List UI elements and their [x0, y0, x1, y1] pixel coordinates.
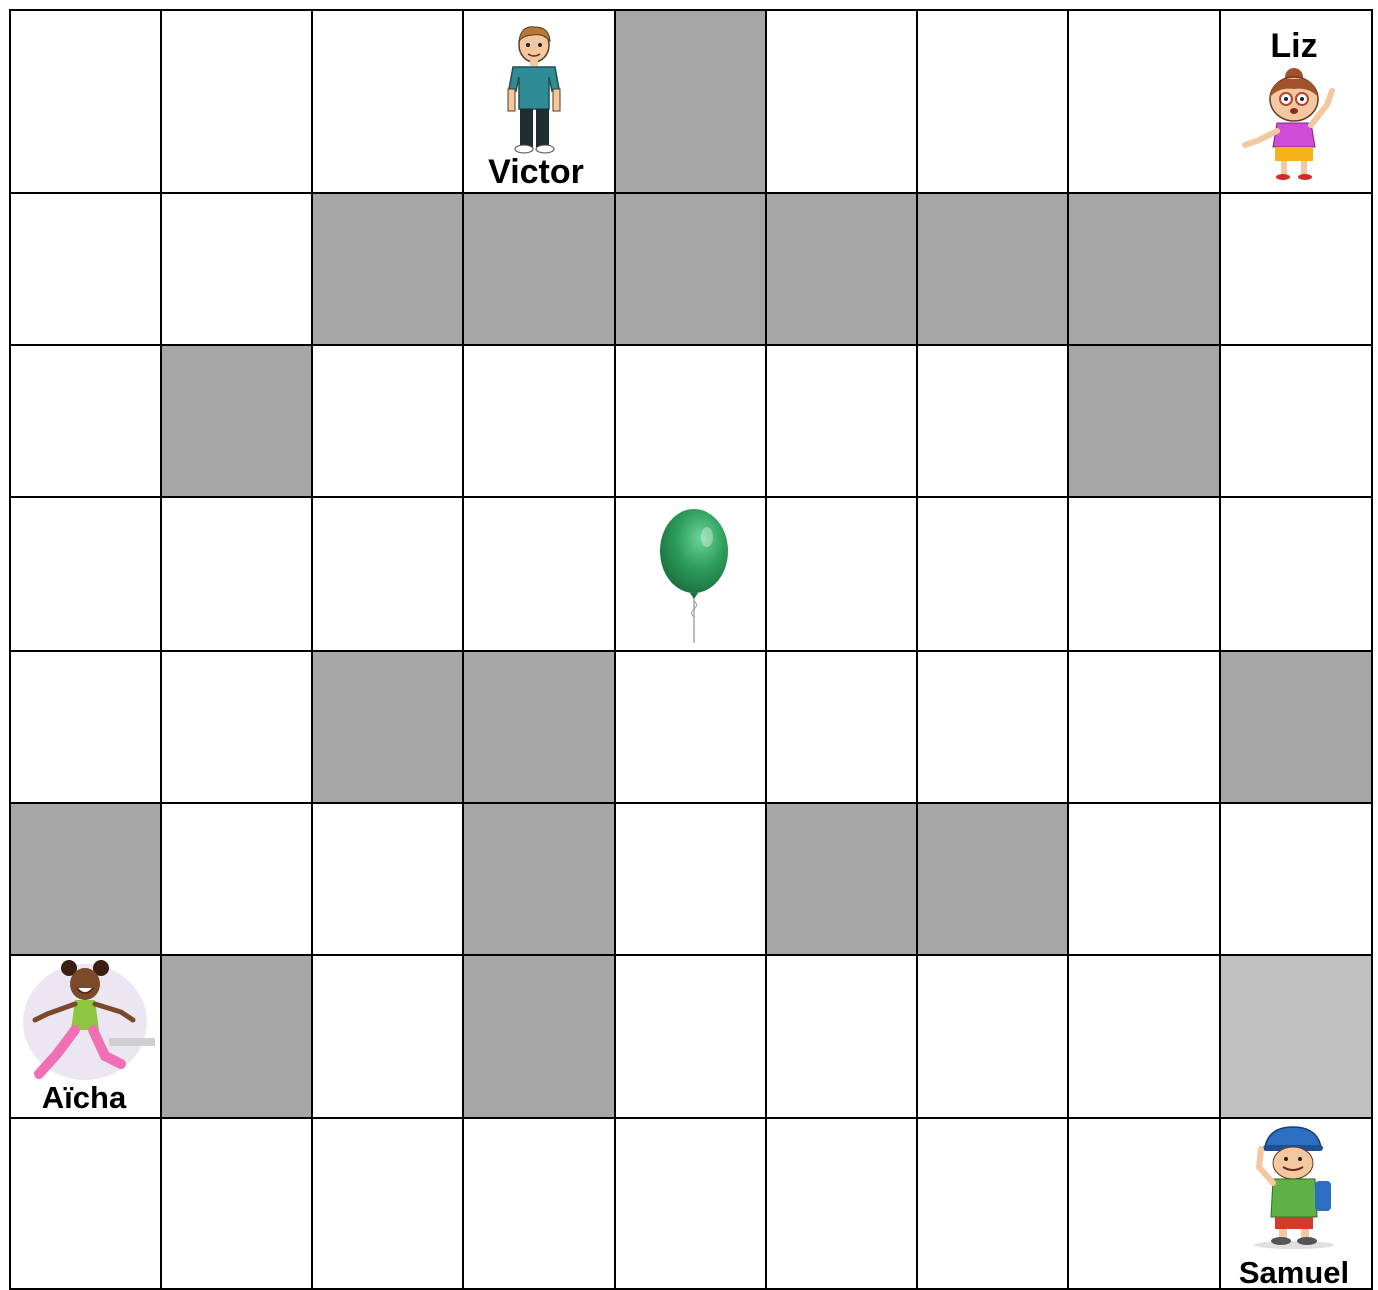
grid-cell-r6-c2[interactable] [311, 954, 464, 1119]
grid-cell-r6-c5[interactable] [765, 954, 918, 1119]
grid-cell-r1-c1[interactable] [160, 192, 313, 346]
waving-boy-icon [1219, 1121, 1369, 1251]
grid-cell-r3-c8[interactable] [1219, 496, 1373, 652]
grid-cell-r4-c0[interactable] [9, 650, 162, 804]
victor-label: Victor [461, 155, 611, 189]
grid-cell-r5-c4[interactable] [614, 802, 767, 956]
grid-cell-r0-c2[interactable] [311, 9, 464, 194]
grid-cell-r4-c6[interactable] [916, 650, 1069, 804]
grid-cell-r5-c1[interactable] [160, 802, 313, 956]
grid-cell-r7-c4[interactable] [614, 1117, 767, 1290]
grid-cell-r1-c7[interactable] [1067, 192, 1221, 346]
liz-label: Liz [1219, 29, 1369, 63]
grid-cell-r3-c6[interactable] [916, 496, 1069, 652]
grid-cell-r4-c7[interactable] [1067, 650, 1221, 804]
grid-cell-r0-c4[interactable] [614, 9, 767, 194]
grid-cell-r4-c2[interactable] [311, 650, 464, 804]
grid-cell-r5-c3[interactable] [462, 802, 616, 956]
grid-cell-r1-c5[interactable] [765, 192, 918, 346]
green-balloon-icon [615, 501, 765, 651]
grid-cell-r7-c5[interactable] [765, 1117, 918, 1290]
character-victor[interactable]: Victor [461, 9, 611, 191]
grid-cell-r7-c3[interactable] [462, 1117, 616, 1290]
dancing-girl-icon [17, 958, 157, 1083]
grid-cell-r0-c6[interactable] [916, 9, 1069, 194]
grid-cell-r5-c8[interactable] [1219, 802, 1373, 956]
grid-cell-r2-c6[interactable] [916, 344, 1069, 498]
grid-cell-r7-c6[interactable] [916, 1117, 1069, 1290]
grid-cell-r4-c3[interactable] [462, 650, 616, 804]
grid-cell-r6-c1[interactable] [160, 954, 313, 1119]
grid-cell-r5-c2[interactable] [311, 802, 464, 956]
grid-cell-r6-c8[interactable] [1219, 954, 1373, 1119]
aicha-label: Aïcha [9, 1082, 159, 1113]
boy-icon [461, 17, 611, 167]
character-liz[interactable]: Liz [1219, 9, 1369, 191]
grid-cell-r4-c1[interactable] [160, 650, 313, 804]
grid-cell-r7-c1[interactable] [160, 1117, 313, 1290]
balloon-item[interactable] [615, 501, 765, 651]
grid-cell-r2-c5[interactable] [765, 344, 918, 498]
samuel-label: Samuel [1219, 1257, 1369, 1288]
grid-cell-r2-c2[interactable] [311, 344, 464, 498]
grid-cell-r5-c5[interactable] [765, 802, 918, 956]
grid-cell-r2-c1[interactable] [160, 344, 313, 498]
grid-cell-r1-c8[interactable] [1219, 192, 1373, 346]
grid-cell-r1-c2[interactable] [311, 192, 464, 346]
girl-icon [1219, 65, 1369, 185]
grid-cell-r7-c0[interactable] [9, 1117, 162, 1290]
grid-cell-r3-c2[interactable] [311, 496, 464, 652]
grid-cell-r3-c0[interactable] [9, 496, 162, 652]
grid-cell-r1-c0[interactable] [9, 192, 162, 346]
grid-cell-r2-c7[interactable] [1067, 344, 1221, 498]
grid-cell-r2-c4[interactable] [614, 344, 767, 498]
grid-cell-r5-c0[interactable] [9, 802, 162, 956]
grid-cell-r4-c8[interactable] [1219, 650, 1373, 804]
grid-cell-r1-c3[interactable] [462, 192, 616, 346]
grid-cell-r6-c4[interactable] [614, 954, 767, 1119]
grid-cell-r0-c5[interactable] [765, 9, 918, 194]
game-board: Victor Liz [9, 9, 1371, 1288]
character-samuel[interactable]: Samuel [1219, 1117, 1369, 1288]
grid-cell-r6-c7[interactable] [1067, 954, 1221, 1119]
grid-cell-r7-c2[interactable] [311, 1117, 464, 1290]
grid-cell-r5-c6[interactable] [916, 802, 1069, 956]
grid-cell-r1-c4[interactable] [614, 192, 767, 346]
grid-cell-r3-c1[interactable] [160, 496, 313, 652]
grid-cell-r5-c7[interactable] [1067, 802, 1221, 956]
grid-cell-r2-c3[interactable] [462, 344, 616, 498]
grid-cell-r6-c3[interactable] [462, 954, 616, 1119]
grid-cell-r0-c1[interactable] [160, 9, 313, 194]
grid-cell-r3-c7[interactable] [1067, 496, 1221, 652]
grid-cell-r0-c0[interactable] [9, 9, 162, 194]
grid-cell-r4-c5[interactable] [765, 650, 918, 804]
grid-cell-r4-c4[interactable] [614, 650, 767, 804]
grid-cell-r1-c6[interactable] [916, 192, 1069, 346]
grid-cell-r3-c3[interactable] [462, 496, 616, 652]
grid-cell-r0-c7[interactable] [1067, 9, 1221, 194]
grid-cell-r6-c6[interactable] [916, 954, 1069, 1119]
grid-cell-r2-c8[interactable] [1219, 344, 1373, 498]
character-aicha[interactable]: Aïcha [9, 954, 159, 1119]
grid-cell-r2-c0[interactable] [9, 344, 162, 498]
grid-cell-r3-c5[interactable] [765, 496, 918, 652]
grid-cell-r7-c7[interactable] [1067, 1117, 1221, 1290]
